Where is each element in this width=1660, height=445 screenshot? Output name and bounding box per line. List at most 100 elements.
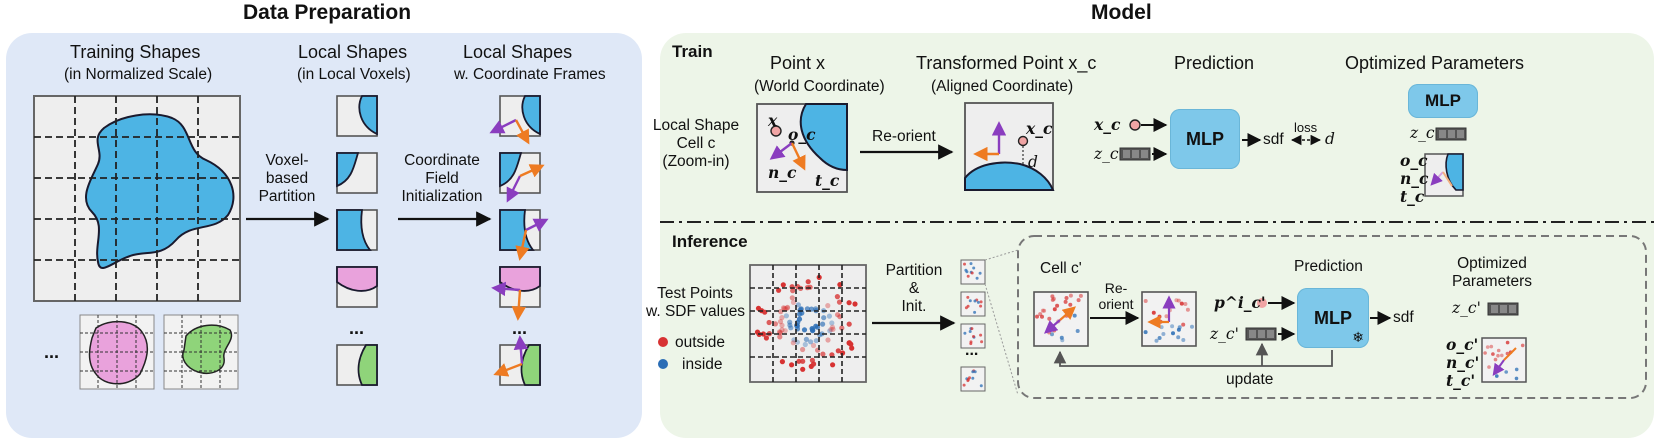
outside-sample-dot	[784, 305, 791, 311]
mini-sample-dot	[971, 376, 975, 380]
inference-mlp-block: MLP❄	[1297, 288, 1369, 348]
inference-sdf-label: sdf	[1393, 309, 1414, 326]
mini-sample-dot	[966, 274, 970, 278]
inside-sample-dot	[1495, 374, 1499, 378]
outside-sample-dot	[1064, 296, 1069, 300]
zoom-line-top	[984, 249, 1019, 261]
outside-sample-dot	[784, 304, 791, 310]
inside-sample-dot	[1190, 324, 1194, 329]
inside-sample-dot	[808, 339, 814, 345]
outside-sample-dot	[755, 305, 762, 311]
train-prediction-title: Prediction	[1174, 53, 1255, 73]
train-sdf-label: sdf	[1263, 131, 1284, 148]
outside-sample-dot	[800, 366, 806, 372]
outside-sample-dot	[789, 362, 795, 368]
zc-input-symbol: z_c	[1094, 145, 1119, 163]
inside-sample-dot	[795, 302, 802, 308]
mini-sample-dot	[978, 271, 982, 275]
outside-sample-dot	[1052, 328, 1057, 333]
oc-symbol: o_c	[788, 125, 816, 144]
inside-sample-dot	[797, 311, 803, 317]
inside-sample-dot	[1159, 325, 1164, 330]
outside-sample-dot	[834, 294, 841, 300]
inside-sample-dot	[1059, 335, 1064, 340]
point-x-cell	[756, 103, 848, 193]
mini-sample-dot	[966, 295, 970, 299]
inside-sample-dot	[1514, 367, 1519, 372]
mini-sample-dot	[968, 299, 972, 303]
outside-sample-dot	[790, 288, 796, 294]
outside-sample-dot	[772, 321, 779, 327]
outside-sample-dot	[781, 306, 788, 312]
aligned-cell-c-prime	[1141, 291, 1197, 347]
nc-symbol: n_c	[768, 163, 797, 182]
outside-sample-dot	[776, 287, 782, 293]
nc-prime-symbol: n_c'	[1446, 353, 1480, 372]
outside-sample-dot	[830, 362, 836, 368]
tc-prime-symbol: t_c'	[1446, 371, 1476, 390]
legend-inside-label: inside	[682, 356, 723, 373]
mini-sample-dot	[963, 331, 967, 335]
inside-sample-dot	[813, 306, 819, 312]
mini-sample-dot	[973, 299, 977, 303]
transformed-point-cell	[964, 102, 1055, 191]
mini-sample-dot	[979, 384, 983, 388]
outside-sample-dot	[1483, 351, 1487, 355]
mini-sample-dot	[975, 276, 979, 280]
xc-input-dot	[1129, 119, 1141, 131]
voxel-ellipsis: ...	[349, 318, 365, 338]
partition-ellipsis: ...	[965, 342, 979, 359]
outside-sample-dot	[1496, 348, 1501, 353]
mini-sample-dot	[972, 335, 975, 338]
outside-sample-dot	[1491, 352, 1495, 356]
inside-sample-dot	[826, 313, 833, 319]
voxel-partition-label: Voxel- based Partition	[258, 152, 316, 205]
oc-optimized-symbol: o_c	[1400, 151, 1428, 170]
more-shapes-ellipsis: ...	[44, 342, 60, 362]
outside-sample-dot	[1055, 303, 1060, 308]
p-input-symbol: p^i_c'	[1214, 293, 1266, 312]
partitioned-cells	[960, 259, 986, 392]
outside-sample-dot	[1035, 314, 1039, 319]
inside-sample-dot	[1075, 329, 1080, 333]
inference-reorient-label: Re- orient	[1098, 280, 1134, 313]
d-cell-symbol: d	[1028, 153, 1038, 171]
zc-prime-optimized-code	[1487, 302, 1519, 316]
optimized-frame-cell-prime	[1481, 337, 1527, 383]
local-shape-cell-label: Local Shape Cell c (Zoom-in)	[652, 117, 740, 170]
inside-sample-dot	[809, 326, 815, 332]
outside-sample-dot	[839, 325, 845, 331]
local-shapes-frames-label: Local Shapes	[463, 42, 573, 62]
outside-sample-dot	[1042, 308, 1047, 313]
inside-sample-dot	[1154, 338, 1159, 343]
mini-sample-dot	[973, 370, 977, 374]
mini-sample-dot	[970, 327, 974, 331]
inside-sample-dot	[1072, 313, 1077, 318]
outside-sample-dot	[830, 326, 836, 332]
mini-sample-dot	[963, 262, 966, 266]
inside-sample-dot	[1157, 336, 1162, 340]
inside-sample-dot	[1181, 338, 1186, 342]
outside-sample-dot	[835, 312, 841, 318]
inside-sample-dot	[1176, 327, 1181, 332]
inside-sample-dot	[821, 315, 827, 321]
mini-sample-dot	[970, 271, 974, 275]
outside-sample-dot	[782, 328, 788, 334]
p-input-dot	[1257, 298, 1267, 308]
outside-sample-dot	[800, 346, 806, 353]
point-x-sub: (World Coordinate)	[754, 78, 885, 95]
outside-sample-dot	[1052, 307, 1057, 312]
outside-sample-dot	[1164, 314, 1169, 319]
loss-label: loss	[1294, 120, 1318, 135]
inside-sample-dot	[1170, 324, 1175, 329]
outside-sample-dot	[829, 352, 835, 358]
outside-sample-dot	[829, 324, 836, 330]
mini-sample-dot	[969, 262, 973, 266]
frame-ellipsis: ...	[512, 318, 528, 338]
outside-sample-dot	[777, 319, 784, 325]
outside-sample-dot	[809, 357, 816, 363]
legend-inside-dot	[658, 359, 668, 369]
point-x-title: Point x	[770, 53, 826, 73]
outside-sample-dot	[846, 300, 852, 306]
